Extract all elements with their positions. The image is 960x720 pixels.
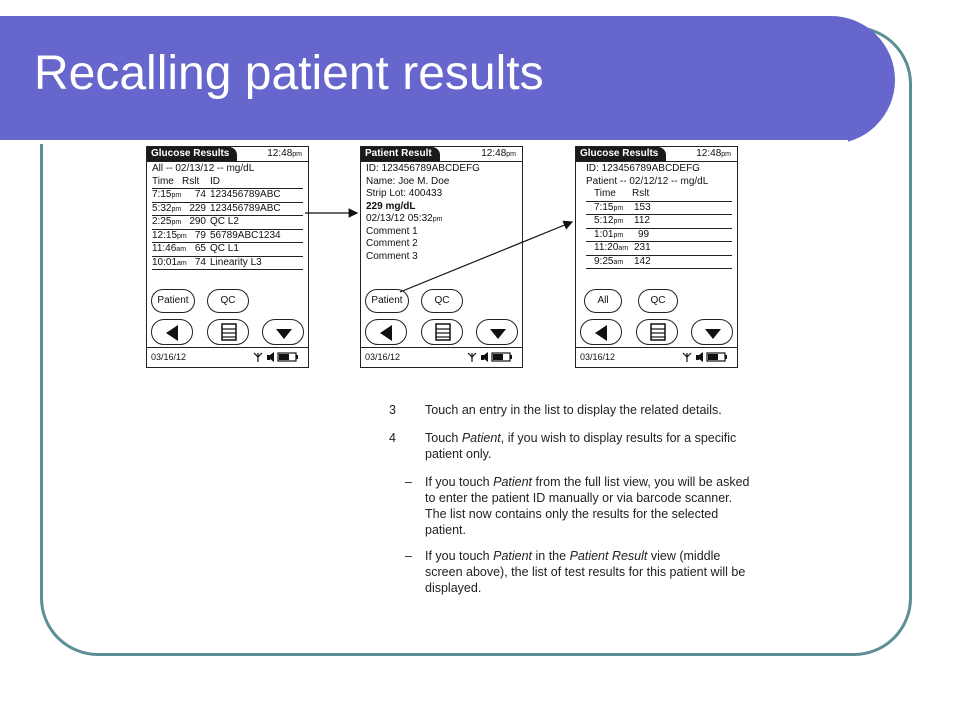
- device-screen-patient-result: Patient Result 12:48pm ID: 123456789ABCD…: [360, 146, 523, 368]
- list-icon: [221, 323, 237, 341]
- bullet-patient-result: – If you touch Patient in the Patient Re…: [405, 549, 746, 595]
- list-icon: [435, 323, 451, 341]
- result-value: 229 mg/dL: [366, 200, 416, 212]
- patient-details: ID: 123456789ABCDEFG Name: Joe M. Doe St…: [366, 163, 517, 263]
- antenna-icon: [467, 352, 477, 362]
- header-divider: [361, 161, 522, 162]
- back-button[interactable]: [365, 319, 407, 345]
- table-row[interactable]: 11:46am 65 QC L1: [152, 243, 303, 257]
- patient-button[interactable]: Patient: [365, 289, 409, 313]
- speaker-icon: [696, 352, 703, 362]
- column-headers: Time Rslt ID: [152, 175, 303, 189]
- patient-id: ID: 123456789ABCDEFG: [366, 163, 480, 174]
- device-screen-patient-glucose-results: Glucose Results 12:48pm ID: 123456789ABC…: [575, 146, 738, 368]
- all-button[interactable]: All: [584, 289, 622, 313]
- strip-lot: Strip Lot: 400433: [366, 188, 443, 199]
- table-row[interactable]: 9:25am 142: [586, 256, 732, 269]
- screen-header: Patient Result 12:48pm: [361, 147, 522, 161]
- footer-divider: [361, 347, 522, 348]
- scroll-down-button[interactable]: [691, 319, 733, 345]
- instructions: 3 Touch an entry in the list to display …: [385, 402, 755, 606]
- col-time: Time: [594, 188, 616, 199]
- filter-line: All -- 02/13/12 -- mg/dL: [152, 163, 255, 174]
- table-row[interactable]: 12:15pm 79 56789ABC1234: [152, 230, 303, 243]
- table-row[interactable]: 2:25pm 290 QC L2: [152, 216, 303, 230]
- left-arrow-icon: [380, 325, 392, 341]
- status-icons: [682, 352, 727, 362]
- slide-title: Recalling patient results: [34, 47, 544, 100]
- patient-id: ID: 123456789ABCDEFG: [586, 163, 700, 174]
- list-icon: [650, 323, 666, 341]
- screen-header: Glucose Results 12:48pm: [576, 147, 737, 161]
- step-3: 3 Touch an entry in the list to display …: [389, 403, 722, 417]
- filter-line: Patient -- 02/12/12 -- mg/dL: [586, 175, 709, 187]
- col-id: ID: [210, 175, 220, 187]
- result-datetime: 02/13/12 05:32pm: [366, 213, 443, 224]
- down-arrow-icon: [705, 329, 721, 339]
- header-divider: [147, 161, 308, 162]
- screen-title-tab: Glucose Results: [576, 147, 667, 161]
- menu-button[interactable]: [636, 319, 678, 345]
- clock: 12:48pm: [696, 148, 731, 159]
- screen-title-tab: Glucose Results: [147, 147, 238, 161]
- table-row[interactable]: 11:20am 231: [586, 242, 732, 256]
- scroll-down-button[interactable]: [476, 319, 518, 345]
- back-button[interactable]: [580, 319, 622, 345]
- patient-name: Name: Joe M. Doe: [366, 175, 450, 187]
- down-arrow-icon: [276, 329, 292, 339]
- col-result: Rslt: [632, 188, 650, 199]
- left-arrow-icon: [595, 325, 607, 341]
- table-row[interactable]: 7:15pm 74 123456789ABC: [152, 189, 303, 203]
- comment-3: Comment 3: [366, 250, 418, 262]
- bullet-full-list: – If you touch Patient from the full lis…: [405, 475, 750, 537]
- down-arrow-icon: [490, 329, 506, 339]
- back-button[interactable]: [151, 319, 193, 345]
- scroll-down-button[interactable]: [262, 319, 304, 345]
- col-time: Time: [152, 175, 174, 187]
- speaker-icon: [267, 352, 274, 362]
- results-list: ID: 123456789ABCDEFG Patient -- 02/12/12…: [586, 163, 732, 269]
- qc-button[interactable]: QC: [421, 289, 463, 313]
- status-icons: [253, 352, 298, 362]
- clock: 12:48pm: [267, 148, 302, 159]
- left-arrow-icon: [166, 325, 178, 341]
- table-row[interactable]: 5:32pm 229 123456789ABC: [152, 203, 303, 216]
- speaker-icon: [481, 352, 488, 362]
- col-result: Rslt: [182, 175, 200, 187]
- table-row[interactable]: 10:01am 74 Linearity L3: [152, 257, 303, 270]
- qc-button[interactable]: QC: [638, 289, 678, 313]
- antenna-icon: [253, 352, 263, 362]
- screen-header: Glucose Results 12:48pm: [147, 147, 308, 161]
- footer-divider: [576, 347, 737, 348]
- clock: 12:48pm: [481, 148, 516, 159]
- comment-1: Comment 1: [366, 225, 418, 237]
- battery-icon: [706, 352, 727, 362]
- banner-underline: [0, 140, 848, 144]
- column-headers: Time Rslt: [586, 188, 732, 202]
- table-row[interactable]: 5:12pm 112: [586, 215, 732, 229]
- table-row[interactable]: 1:01pm 99: [586, 229, 732, 242]
- status-date: 03/16/12: [151, 352, 187, 362]
- comment-2: Comment 2: [366, 238, 418, 249]
- antenna-icon: [682, 352, 692, 362]
- title-banner: [0, 16, 895, 144]
- qc-button[interactable]: QC: [207, 289, 249, 313]
- step-4: 4 Touch Patient, if you wish to display …: [389, 431, 737, 461]
- header-divider: [576, 161, 737, 162]
- results-list: All -- 02/13/12 -- mg/dL Time Rslt ID 7:…: [152, 163, 303, 270]
- table-row[interactable]: 7:15pm 153: [586, 202, 732, 215]
- battery-icon: [277, 352, 298, 362]
- screen-title-tab: Patient Result: [361, 147, 440, 161]
- status-date: 03/16/12: [580, 352, 616, 362]
- footer-divider: [147, 347, 308, 348]
- device-screen-glucose-results: Glucose Results 12:48pm All -- 02/13/12 …: [146, 146, 309, 368]
- menu-button[interactable]: [207, 319, 249, 345]
- menu-button[interactable]: [421, 319, 463, 345]
- battery-icon: [491, 352, 512, 362]
- patient-button[interactable]: Patient: [151, 289, 195, 313]
- status-date: 03/16/12: [365, 352, 401, 362]
- status-icons: [467, 352, 512, 362]
